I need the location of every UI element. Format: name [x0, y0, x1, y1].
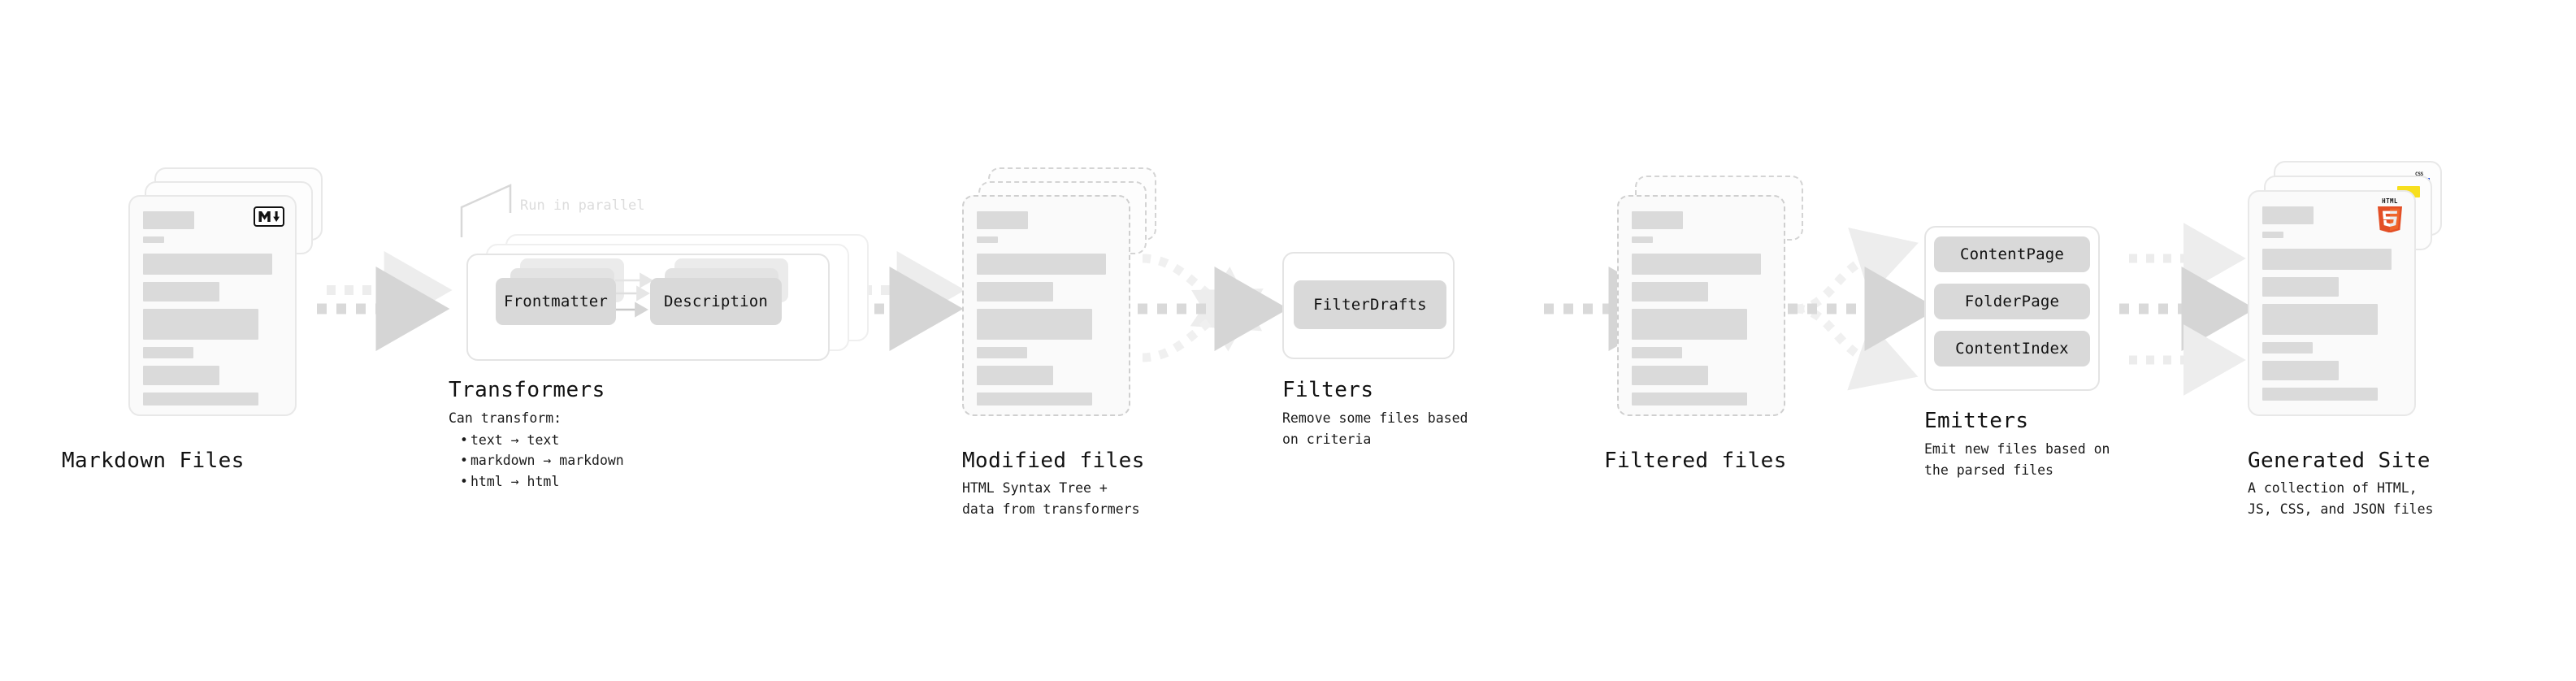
skeleton-bar: [977, 211, 1028, 229]
transformer-bullet: markdown → markdown: [460, 450, 624, 471]
skeleton-bar: [2262, 304, 2378, 335]
skeleton-bar: [143, 211, 194, 229]
stage-title-transformers: Transformers: [449, 378, 605, 402]
markdown-icon: [254, 206, 284, 227]
transformer-chip-frontmatter[interactable]: Frontmatter: [496, 278, 616, 325]
skeleton-bar: [977, 309, 1092, 340]
skeleton-bar: [2262, 232, 2283, 238]
skeleton-bar: [1632, 309, 1747, 340]
emitter-chip-contentpage[interactable]: ContentPage: [1934, 236, 2090, 272]
stage-title-markdown-files: Markdown Files: [62, 449, 245, 473]
html5-icon: HTML: [2374, 197, 2405, 232]
transformer-chip-description[interactable]: Description: [650, 278, 782, 325]
stage-title-filtered-files: Filtered files: [1604, 449, 1787, 473]
arrow-filtered-to-emitters: [1788, 228, 1939, 391]
run-in-parallel-label: Run in parallel: [520, 197, 645, 214]
skeleton-bar: [143, 393, 258, 406]
stage-title-modified-files: Modified files: [962, 449, 1145, 473]
skeleton-bar: [2262, 277, 2339, 297]
skeleton-bar: [977, 236, 998, 243]
transformers-bullets-lead: Can transform:: [449, 410, 562, 426]
skeleton-bar: [2262, 388, 2378, 401]
arrow-modified-to-filters: [1138, 254, 1289, 362]
emitter-chip-contentindex[interactable]: ContentIndex: [1934, 331, 2090, 367]
emitter-chip-folderpage[interactable]: FolderPage: [1934, 284, 2090, 319]
skeleton-bar: [143, 282, 219, 301]
skeleton-bar: [143, 236, 164, 243]
skeleton-bar: [143, 309, 258, 340]
skeleton-bar: [143, 347, 193, 358]
skeleton-bar: [143, 254, 272, 275]
skeleton-bar: [977, 254, 1106, 275]
skeleton-bar: [1632, 347, 1682, 358]
stage-subtitle-filters: Remove some files based on criteria: [1282, 410, 1468, 447]
arrow-markdown-to-transformers: [317, 251, 453, 351]
generated-site-card[interactable]: HTML: [2248, 190, 2416, 416]
skeleton-bar: [1632, 366, 1708, 385]
skeleton-bar: [977, 282, 1053, 301]
skeleton-bar: [143, 366, 219, 385]
skeleton-bar: [2262, 361, 2339, 380]
skeleton-bar: [977, 393, 1092, 406]
stage-subtitle-emitters: Emit new files based on the parsed files: [1924, 441, 2110, 478]
stage-title-emitters: Emitters: [1924, 409, 2029, 433]
filtered-file-card[interactable]: [1617, 195, 1785, 416]
arrow-emitters-to-site: [2119, 223, 2256, 396]
stage-title-filters: Filters: [1282, 378, 1374, 402]
transformer-bullet: text → text: [460, 430, 624, 451]
skeleton-bar: [1632, 393, 1747, 406]
transformer-bullet: html → html: [460, 471, 624, 492]
skeleton-bar: [1632, 282, 1708, 301]
stage-subtitle-modified-files: HTML Syntax Tree + data from transformer…: [962, 480, 1140, 517]
parallel-leader-line: [460, 184, 512, 237]
stage-subtitle-generated-site: A collection of HTML, JS, CSS, and JSON …: [2248, 480, 2434, 517]
skeleton-bar: [1632, 211, 1683, 229]
svg-text:HTML: HTML: [2382, 197, 2398, 205]
transformers-bullets: Can transform: text → text markdown → ma…: [449, 408, 624, 492]
skeleton-bar: [977, 347, 1027, 358]
skeleton-bar: [1632, 254, 1761, 275]
skeleton-bar: [2262, 206, 2314, 224]
stage-title-generated-site: Generated Site: [2248, 449, 2431, 473]
modified-file-card[interactable]: [962, 195, 1130, 416]
skeleton-bar: [2262, 342, 2313, 354]
skeleton-bar: [2262, 249, 2392, 270]
markdown-file-card[interactable]: [128, 195, 297, 416]
skeleton-bar: [977, 366, 1053, 385]
skeleton-bar: [1632, 236, 1653, 243]
filter-chip-filterdrafts[interactable]: FilterDrafts: [1294, 280, 1446, 329]
